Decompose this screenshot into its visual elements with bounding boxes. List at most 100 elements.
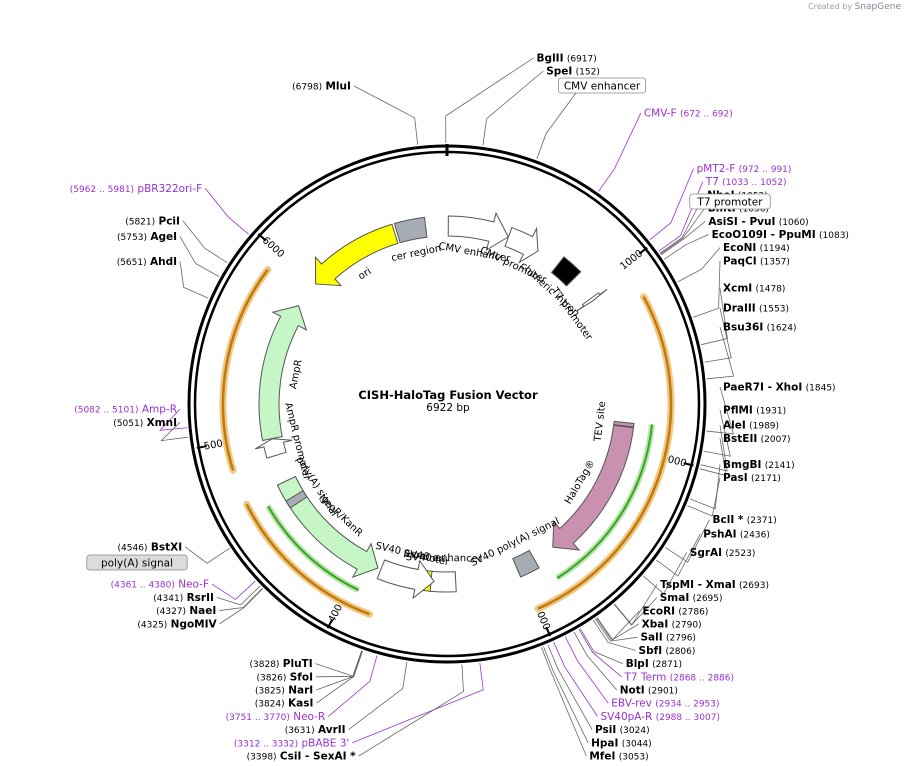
enzyme-alei: AleI (1989)	[723, 420, 779, 432]
orf2-arc-core	[556, 424, 653, 579]
enzyme-name: BmgBI	[723, 459, 761, 471]
primer-position: (4361 .. 4380)	[111, 581, 175, 591]
enzyme-position: (2796)	[666, 634, 696, 644]
enzyme-name: PshAI	[703, 528, 736, 540]
leader-line	[536, 84, 583, 160]
enzyme-position: (2871)	[652, 660, 682, 670]
enzyme-sali: SalI (2796)	[641, 632, 696, 644]
chimeric-intron-feature	[550, 256, 582, 287]
enzyme-paer7i-xhoi: PaeR7I - XhoI (1845)	[723, 381, 836, 393]
enzyme-name: PaqCI	[723, 255, 757, 267]
enzyme-ecori: EcoRI (2786)	[642, 605, 708, 617]
enzyme-position: (1553)	[759, 305, 789, 315]
label-layer: BglII (6917)SpeI (152)NdeI (387)CMV-F (6…	[70, 52, 849, 762]
enzyme-name: AsiSI - PvuI	[708, 216, 775, 228]
tick-mark	[545, 626, 552, 637]
primer-position: (5962 .. 5981)	[70, 185, 134, 195]
enzyme-position: (3398)	[247, 753, 277, 763]
enzyme-econi: EcoNI (1194)	[723, 242, 790, 254]
leader-line	[445, 57, 534, 144]
enzyme-name: EcoO109I - PpuMI	[712, 229, 816, 241]
enzyme-position: (3024)	[620, 726, 650, 736]
primer-t7-term: T7 Term (2868 .. 2886)	[624, 671, 735, 683]
tev-site-label: TEV site	[593, 401, 609, 443]
enzyme-name: NgoMIV	[171, 618, 218, 630]
leader-line	[613, 597, 658, 626]
map-size: 6922 bp	[426, 402, 470, 414]
poly-a-signal-feature	[285, 490, 308, 509]
primer-pbabe-3: (3312 .. 3332) pBABE 3'	[234, 737, 349, 749]
leader-line	[649, 168, 694, 241]
enzyme-name: AvrII	[318, 724, 346, 736]
enzyme-position: (4546)	[118, 543, 148, 553]
enzyme-position: (3631)	[285, 726, 315, 736]
enzyme-naei: (4327) NaeI	[156, 605, 216, 617]
leader-line	[482, 70, 544, 146]
enzyme-name: BclI *	[713, 514, 744, 526]
brand-created-by: Created by	[808, 2, 853, 11]
leader-line	[595, 617, 639, 641]
leader-line	[353, 85, 419, 145]
leader-line	[706, 327, 735, 380]
enzyme-smai: SmaI (2695)	[660, 592, 723, 604]
leader-line	[160, 422, 189, 442]
enzyme-tspmi-xmai: TspMI - XmaI (2693)	[660, 579, 769, 591]
sv40-enhancer-feature	[429, 570, 457, 593]
enzyme-name: DraIII	[723, 303, 756, 315]
enzyme-position: (1931)	[756, 406, 786, 416]
leader-line	[541, 647, 587, 757]
leader-line	[598, 113, 642, 192]
primer-name: CMV-F	[644, 108, 677, 120]
enzyme-mlui: (6798) MluI	[292, 80, 351, 92]
primer-name: T7	[705, 176, 719, 188]
enzyme-name: NarI	[288, 685, 313, 697]
brand-product: SnapGene	[854, 2, 901, 12]
leader-line	[687, 477, 721, 517]
enzyme-position: (2523)	[725, 549, 755, 559]
tick-mark	[196, 445, 207, 449]
enzyme-bglii: BglII (6917)	[537, 52, 597, 64]
enzyme-position: (2371)	[747, 516, 777, 526]
primer-neo-f: (4361 .. 4380) Neo-F	[111, 579, 209, 591]
enzyme-position: (4327)	[156, 607, 186, 617]
enzyme-position: (5051)	[113, 419, 143, 429]
enzyme-name: CsiI - SexAI *	[280, 751, 356, 763]
enzyme-name: Bsu36I	[723, 322, 763, 334]
enzyme-pshai: PshAI (2436)	[703, 528, 770, 540]
primer-position: (3312 .. 3332)	[234, 739, 298, 749]
enzyme-sgrai: SgrAI (2523)	[690, 547, 756, 559]
primer-position: (1033 .. 1052)	[722, 178, 786, 188]
enzyme-position: (6917)	[567, 54, 597, 64]
tick-label: 1000	[618, 248, 645, 272]
enzyme-position: (2790)	[672, 621, 702, 631]
boxed-label-frame	[689, 193, 771, 210]
leader-line	[656, 533, 701, 577]
leader-line	[219, 588, 263, 611]
leader-line	[211, 580, 256, 600]
enzyme-kasi: (3824) KasI	[255, 698, 314, 710]
leader-line	[592, 619, 636, 651]
leader-line	[159, 408, 188, 431]
leader-line	[179, 261, 209, 299]
enzyme-position: (1056)	[739, 205, 769, 215]
enzyme-name: MluI	[325, 80, 350, 92]
enzyme-name: SpeI	[546, 66, 572, 78]
t7-promoter-label: T7 promoter	[548, 285, 594, 343]
map-title: CISH-HaloTag Fusion Vector	[358, 388, 538, 402]
ori-feature	[315, 223, 399, 287]
enzyme-position: (1083)	[819, 231, 849, 241]
enzyme-position: (1845)	[806, 383, 836, 393]
boxed-label-frame	[558, 77, 647, 94]
enzyme-position: (5753)	[117, 233, 147, 243]
primer-name: pMT2-F	[697, 163, 736, 175]
primer-amp-r: (5082 .. 5101) Amp-R	[74, 404, 177, 416]
enzyme-name: EcoRI	[642, 605, 675, 617]
enzyme-name: TspMI - XmaI	[660, 579, 736, 591]
primer-position: (2934 .. 2953)	[655, 700, 719, 710]
enzyme-name: EcoNI	[723, 242, 756, 254]
enzyme-bcli: BclI * (2371)	[713, 514, 777, 526]
halotag-feature	[552, 424, 635, 551]
enzyme-avrii: (3631) AvrII	[285, 724, 346, 736]
t7-promoter-boxed-label: T7 promoter	[696, 197, 763, 209]
